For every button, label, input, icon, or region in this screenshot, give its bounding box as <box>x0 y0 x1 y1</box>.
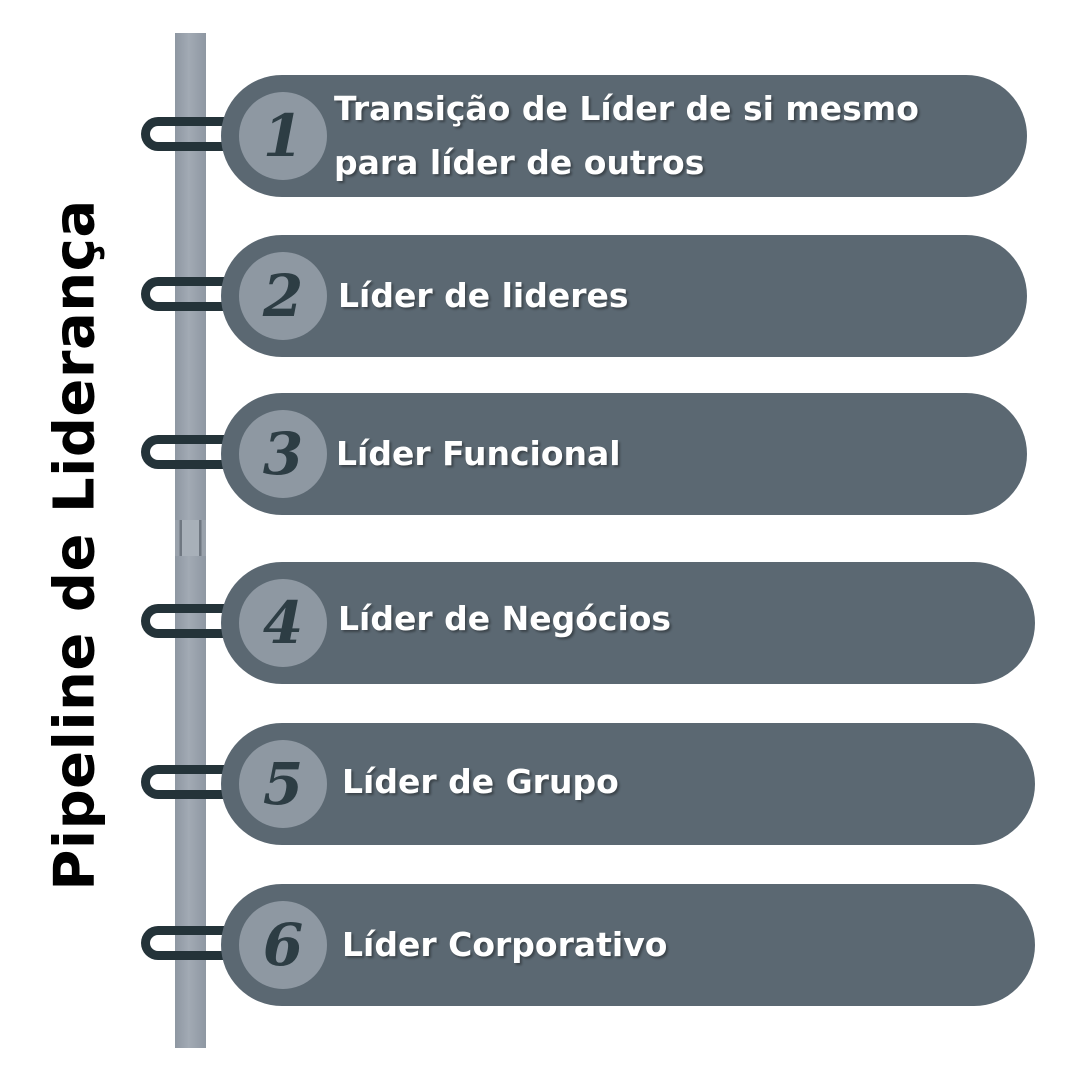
step-pill-4 <box>221 562 1035 684</box>
step-number-badge: 4 <box>239 579 327 667</box>
step-label-line: Líder de lideres <box>338 276 629 315</box>
step-label-line: Líder Corporativo <box>342 925 668 964</box>
step-number-badge: 1 <box>239 92 327 180</box>
binder-clip <box>141 277 241 311</box>
step-label-line: Líder Funcional <box>336 434 621 473</box>
binder-clip <box>141 117 241 151</box>
step-pill-3 <box>221 393 1027 515</box>
binder-clip <box>141 765 241 799</box>
step-number-badge: 3 <box>239 410 327 498</box>
step-pill-6 <box>221 884 1035 1006</box>
step-label-1: Transição de Líder de si mesmo para líde… <box>334 82 919 190</box>
step-pill-5 <box>221 723 1035 845</box>
diagram-title: Pipeline de Liderança <box>42 199 108 891</box>
step-label-3: Líder Funcional <box>336 427 621 481</box>
step-pill-2 <box>221 235 1027 357</box>
step-number-badge: 6 <box>239 901 327 989</box>
step-label-line: Líder de Negócios <box>338 599 672 638</box>
step-label-5: Líder de Grupo <box>342 755 619 809</box>
binder-clip <box>141 435 241 469</box>
step-label-line: Líder de Grupo <box>342 762 619 801</box>
step-label-line: para líder de outros <box>334 143 705 182</box>
step-label-6: Líder Corporativo <box>342 918 667 972</box>
step-label-4: Líder de Negócios <box>338 592 671 646</box>
spine-notch <box>175 520 206 556</box>
binder-clip <box>141 926 241 960</box>
step-label-line: Transição de Líder de si mesmo <box>334 89 919 128</box>
step-label-2: Líder de lideres <box>338 269 629 323</box>
step-pill-1 <box>221 75 1027 197</box>
step-number-badge: 5 <box>239 740 327 828</box>
step-number-badge: 2 <box>239 252 327 340</box>
binder-clip <box>141 604 241 638</box>
